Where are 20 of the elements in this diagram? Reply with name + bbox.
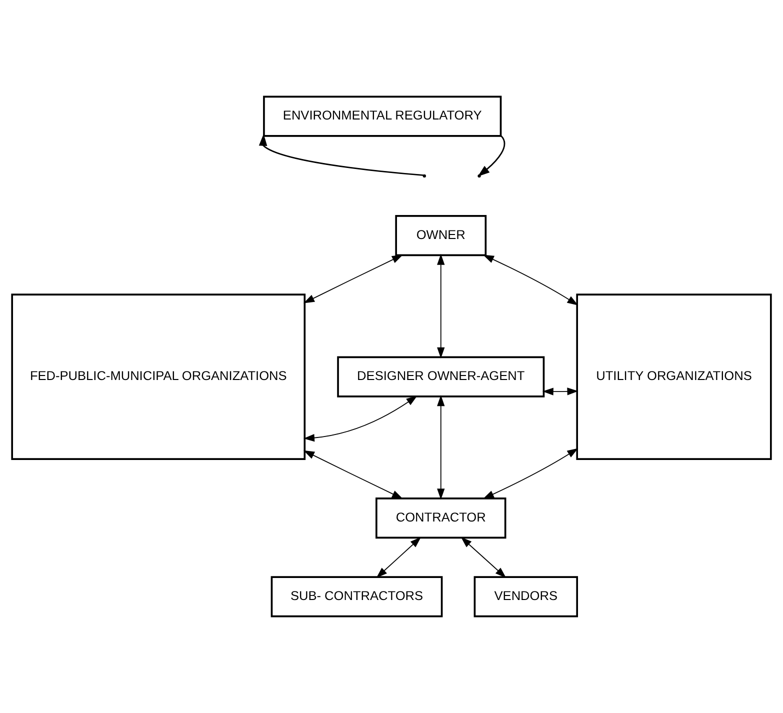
node-box: OWNER xyxy=(395,215,487,256)
arrow xyxy=(303,450,403,499)
node-box: SUB- CONTRACTORS xyxy=(270,576,443,618)
arrow xyxy=(303,396,418,442)
arrow xyxy=(542,388,578,396)
arrow xyxy=(258,134,424,176)
node-box: FED-PUBLIC-MUNICIPAL ORGANIZATIONS xyxy=(11,294,306,460)
arrow xyxy=(478,136,506,176)
node-box: DESIGNER OWNER-AGENT xyxy=(337,356,545,398)
arrow xyxy=(482,254,578,306)
arrow xyxy=(437,395,445,500)
node-box: UTILITY ORGANIZATIONS xyxy=(576,294,772,460)
node-box: VENDORS xyxy=(474,576,578,618)
node-box: CONTRACTOR xyxy=(376,497,506,539)
arrow xyxy=(376,537,422,578)
arrow xyxy=(303,254,403,304)
arrow xyxy=(437,254,445,358)
arrow xyxy=(482,448,578,499)
arrow xyxy=(460,537,506,578)
node-box: ENVIRONMENTAL REGULATORY xyxy=(263,96,502,137)
